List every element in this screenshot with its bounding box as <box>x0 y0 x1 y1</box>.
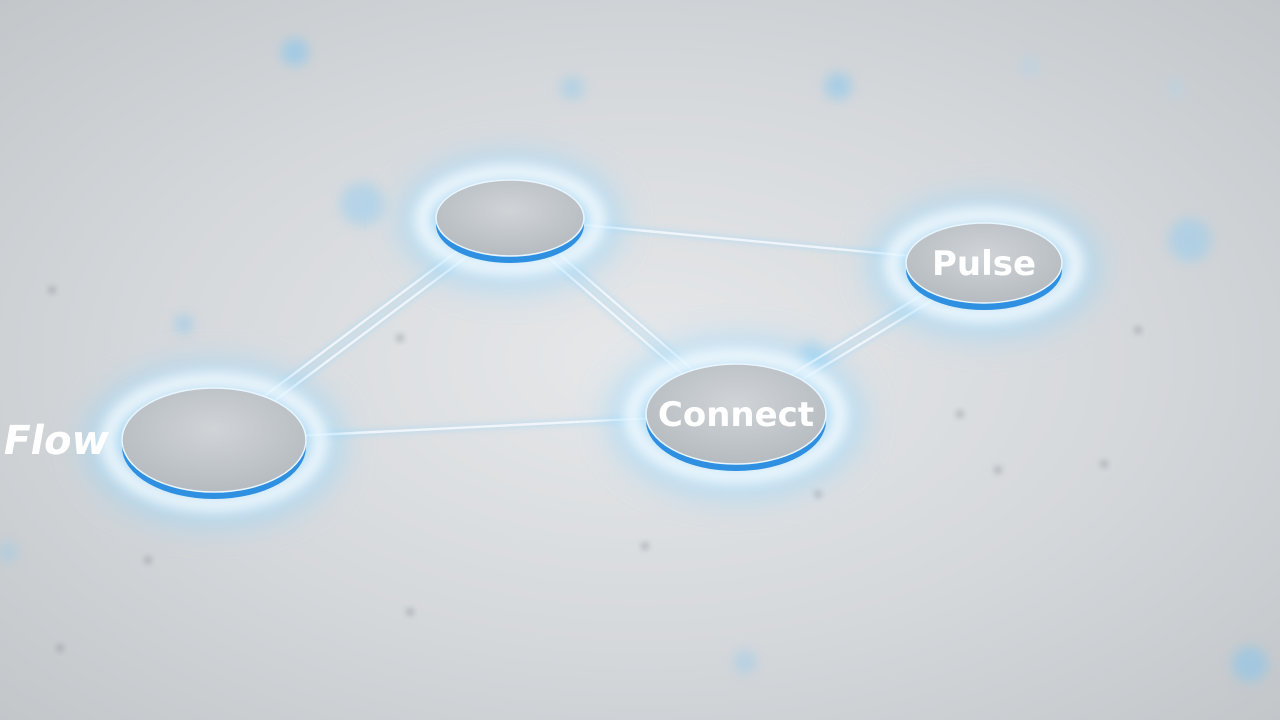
bokeh-dot <box>1020 56 1040 76</box>
dust-speck <box>1100 460 1108 468</box>
dust-speck <box>48 286 56 294</box>
dust-speck <box>994 466 1002 474</box>
node-ring <box>415 165 605 275</box>
dust-speck <box>144 556 152 564</box>
bokeh-dot <box>733 650 757 674</box>
bokeh-dot <box>824 72 852 100</box>
dust-speck <box>1134 326 1142 334</box>
node-top[interactable] <box>402 158 618 286</box>
bokeh-dot <box>1168 218 1212 262</box>
background-bokeh <box>0 38 1268 682</box>
bokeh-dot <box>175 315 193 333</box>
node-label-flow: Flow <box>0 417 113 464</box>
bokeh-dot <box>281 38 309 66</box>
node-face <box>905 222 1063 304</box>
dust-speck <box>956 410 964 418</box>
node-pulse[interactable]: Pulse <box>872 201 1096 333</box>
node-face <box>121 387 307 493</box>
node-face <box>435 179 585 257</box>
dust-speck <box>406 608 414 616</box>
dust-speck <box>814 490 822 498</box>
node-ring <box>885 208 1083 322</box>
node-connect[interactable]: Connect <box>612 342 860 494</box>
bokeh-dot <box>560 76 584 100</box>
dust-speck <box>56 644 64 652</box>
node-label-pulse: Pulse <box>932 244 1036 284</box>
node-flow[interactable]: Flow <box>0 366 340 522</box>
node-ring <box>625 349 847 483</box>
dust-speck <box>396 334 404 342</box>
bokeh-dot <box>1165 78 1185 98</box>
bokeh-dot <box>1232 646 1268 682</box>
node-face <box>645 363 827 465</box>
bokeh-dot <box>0 542 18 562</box>
node-ring <box>101 373 327 511</box>
node-label-connect: Connect <box>658 395 814 435</box>
bokeh-dot <box>340 182 384 226</box>
dust-speck <box>641 542 649 550</box>
